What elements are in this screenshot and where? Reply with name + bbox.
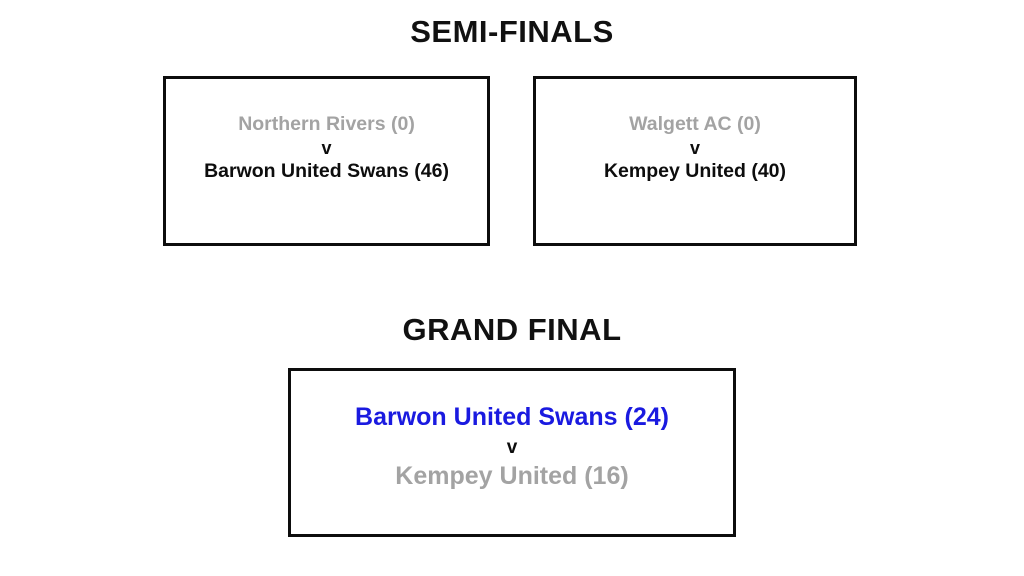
semi-finals-heading: SEMI-FINALS	[410, 14, 614, 49]
versus-separator: v	[689, 138, 700, 158]
semi-final-2-team-bottom: Kempey United (40)	[603, 160, 787, 183]
semi-final-2-team-top: Walgett AC (0)	[629, 113, 761, 135]
grand-final-match[interactable]: Barwon United Swans (24) v Kempey United…	[288, 368, 736, 537]
semi-final-match-2[interactable]: Walgett AC (0) v Kempey United (40)	[533, 76, 857, 246]
match-teams: Northern Rivers (0) v Barwon United Swan…	[166, 113, 487, 183]
semi-final-match-1[interactable]: Northern Rivers (0) v Barwon United Swan…	[163, 76, 490, 246]
match-teams: Barwon United Swans (24) v Kempey United…	[291, 403, 733, 491]
grand-final-heading: GRAND FINAL	[402, 312, 622, 347]
match-teams: Walgett AC (0) v Kempey United (40)	[536, 113, 854, 183]
semi-final-1-team-bottom: Barwon United Swans (46)	[204, 160, 449, 183]
semi-final-1-team-top: Northern Rivers (0)	[238, 113, 415, 135]
grand-final-team-bottom: Kempey United (16)	[395, 461, 629, 490]
versus-separator: v	[506, 436, 518, 458]
grand-final-team-top: Barwon United Swans (24)	[355, 403, 669, 431]
versus-separator: v	[321, 138, 332, 158]
